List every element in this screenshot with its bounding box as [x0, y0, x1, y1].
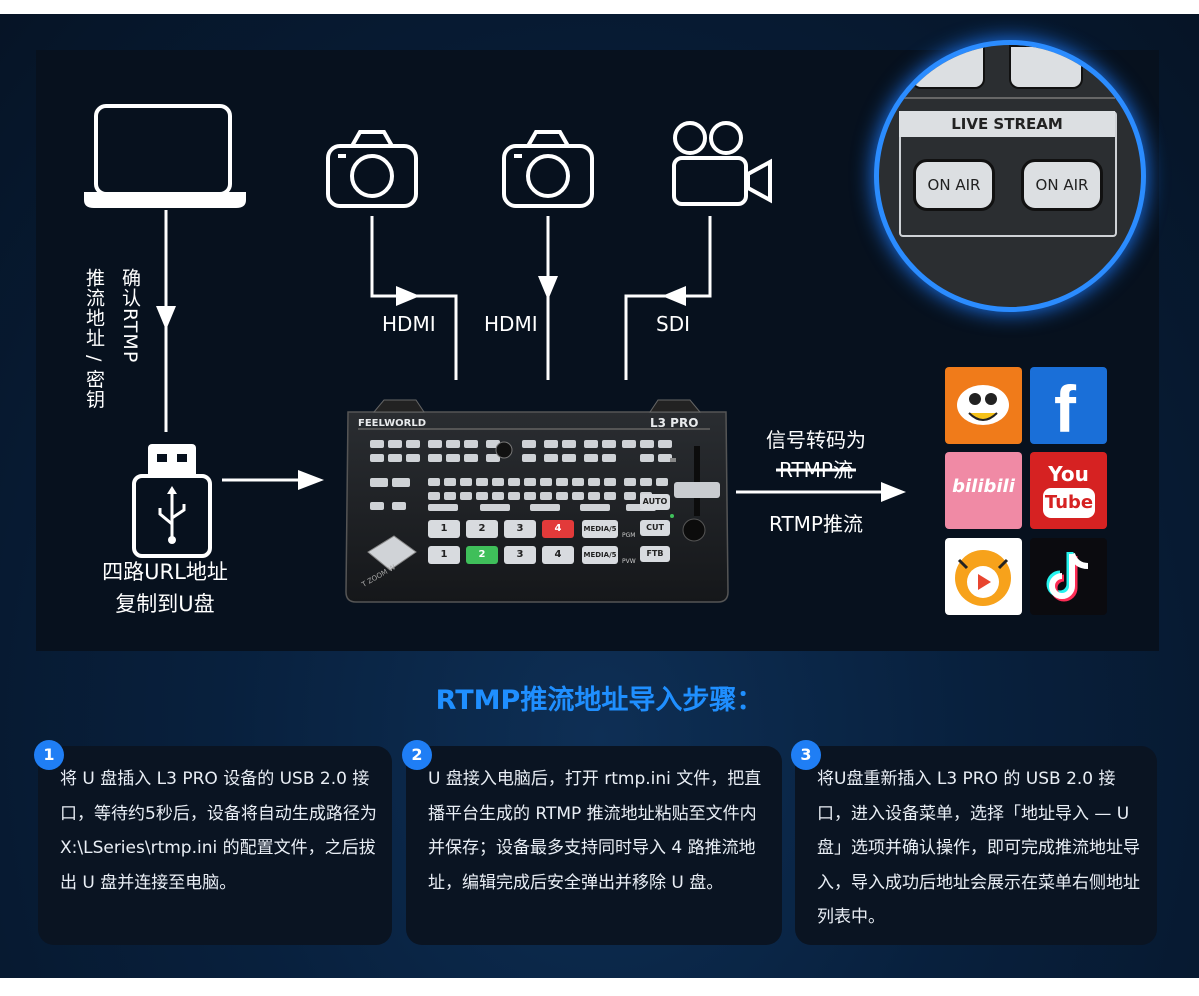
hdmi-label-2: HDMI [484, 312, 538, 336]
step-badge-3: 3 [791, 740, 821, 770]
usb-caption: 四路URL地址 复制到U盘 [70, 556, 260, 620]
facebook-letter: f [1054, 372, 1076, 446]
bilibili-text: bilibili [952, 476, 1015, 497]
usb-icon [132, 444, 212, 558]
pgm-button-media[interactable]: MEDIA/5 [582, 520, 618, 538]
hdmi-label-1: HDMI [382, 312, 436, 336]
device-model: L3 PRO [650, 416, 699, 430]
youtube-bottom: Tube [1043, 488, 1095, 518]
cut-button[interactable]: CUT [640, 520, 670, 536]
pvw-button-2[interactable]: 2 [466, 546, 498, 564]
step-text-1: 将 U 盘插入 L3 PRO 设备的 USB 2.0 接口，等待约5秒后，设备将… [60, 769, 377, 893]
on-air-button-1[interactable]: ON AIR [913, 159, 995, 211]
usb-caption-line2: 复制到U盘 [115, 592, 215, 616]
diagram-panel: HDMI HDMI SDI 确认RTMP 推流地址 / 密钥 四路URL地址 复… [36, 40, 1159, 651]
sdi-label: SDI [656, 312, 690, 336]
step-card-2: 2 U 盘接入电脑后，打开 rtmp.ini 文件，把直播平台生成的 RTMP … [402, 740, 782, 945]
arrow-left-videocam [662, 286, 686, 306]
transcode-line1: 信号转码为 [766, 428, 866, 452]
live-stream-zoom: LIVE STREAM ON AIR ON AIR [874, 40, 1146, 312]
device-brand: FEELWORLD [358, 418, 426, 429]
pvw-button-4[interactable]: 4 [542, 546, 574, 564]
laptop-icon [84, 104, 246, 208]
steps-title: RTMP推流地址导入步骤： [435, 685, 764, 716]
background: HDMI HDMI SDI 确认RTMP 推流地址 / 密钥 四路URL地址 复… [0, 14, 1199, 978]
arrow-right-cam1 [396, 286, 420, 306]
camera2-icon [502, 130, 594, 208]
rtmp-confirm-label: 确认RTMP [119, 268, 141, 364]
pvw-button-media[interactable]: MEDIA/5 [582, 546, 618, 564]
pvw-label: PVW [622, 558, 636, 565]
push-address-label: 推流地址 / 密钥 [83, 268, 105, 410]
live-stream-label: LIVE STREAM [899, 111, 1115, 137]
auto-button[interactable]: AUTO [640, 494, 670, 510]
push-label: RTMP推流 [769, 512, 863, 536]
on-air-button-2[interactable]: ON AIR [1021, 159, 1103, 211]
youtube-app-icon: You Tube [1030, 452, 1107, 529]
pgm-button-4[interactable]: 4 [542, 520, 574, 538]
pgm-button-1[interactable]: 1 [428, 520, 460, 538]
tiktok-app-icon [1030, 538, 1107, 615]
connector-lines [84, 104, 906, 558]
transcode-line2: RTMP流 [779, 458, 853, 482]
step-card-3: 3 将U盘重新插入 L3 PRO 的 USB 2.0 接口，进入设备菜单，选择「… [791, 740, 1157, 945]
pgm-button-3[interactable]: 3 [504, 520, 536, 538]
step-text-2: U 盘接入电脑后，打开 rtmp.ini 文件，把直播平台生成的 RTMP 推流… [428, 769, 762, 893]
zoom-button-right [1009, 45, 1083, 89]
usb-caption-line1: 四路URL地址 [102, 560, 228, 584]
pvw-button-3[interactable]: 3 [504, 546, 536, 564]
pgm-label: PGM [622, 532, 636, 539]
arrow-right-apps [881, 482, 906, 502]
arrow-down-laptop [156, 306, 176, 330]
arrow-down-cam2 [538, 276, 558, 300]
ftb-button[interactable]: FTB [640, 546, 670, 562]
zoom-button-left [911, 45, 985, 89]
l3-pro-switcher: FEELWORLD L3 PRO T ZOOM W 1 2 3 4 MEDIA/… [344, 398, 730, 604]
pvw-button-1[interactable]: 1 [428, 546, 460, 564]
pgm-button-2[interactable]: 2 [466, 520, 498, 538]
youtube-top: You [1048, 462, 1089, 486]
step-badge-2: 2 [402, 740, 432, 770]
video-camera-icon [672, 121, 772, 206]
bilibili-app-icon: bilibili [945, 452, 1022, 529]
camera1-icon [326, 130, 418, 208]
douyu-app-icon [945, 367, 1022, 444]
facebook-app-icon: f [1030, 367, 1107, 446]
step-text-3: 将U盘重新插入 L3 PRO 的 USB 2.0 接口，进入设备菜单，选择「地址… [817, 769, 1140, 927]
huya-app-icon [945, 538, 1022, 615]
arrow-right-usb [298, 470, 324, 490]
step-badge-1: 1 [34, 740, 64, 770]
step-card-1: 1 将 U 盘插入 L3 PRO 设备的 USB 2.0 接口，等待约5秒后，设… [34, 740, 392, 945]
